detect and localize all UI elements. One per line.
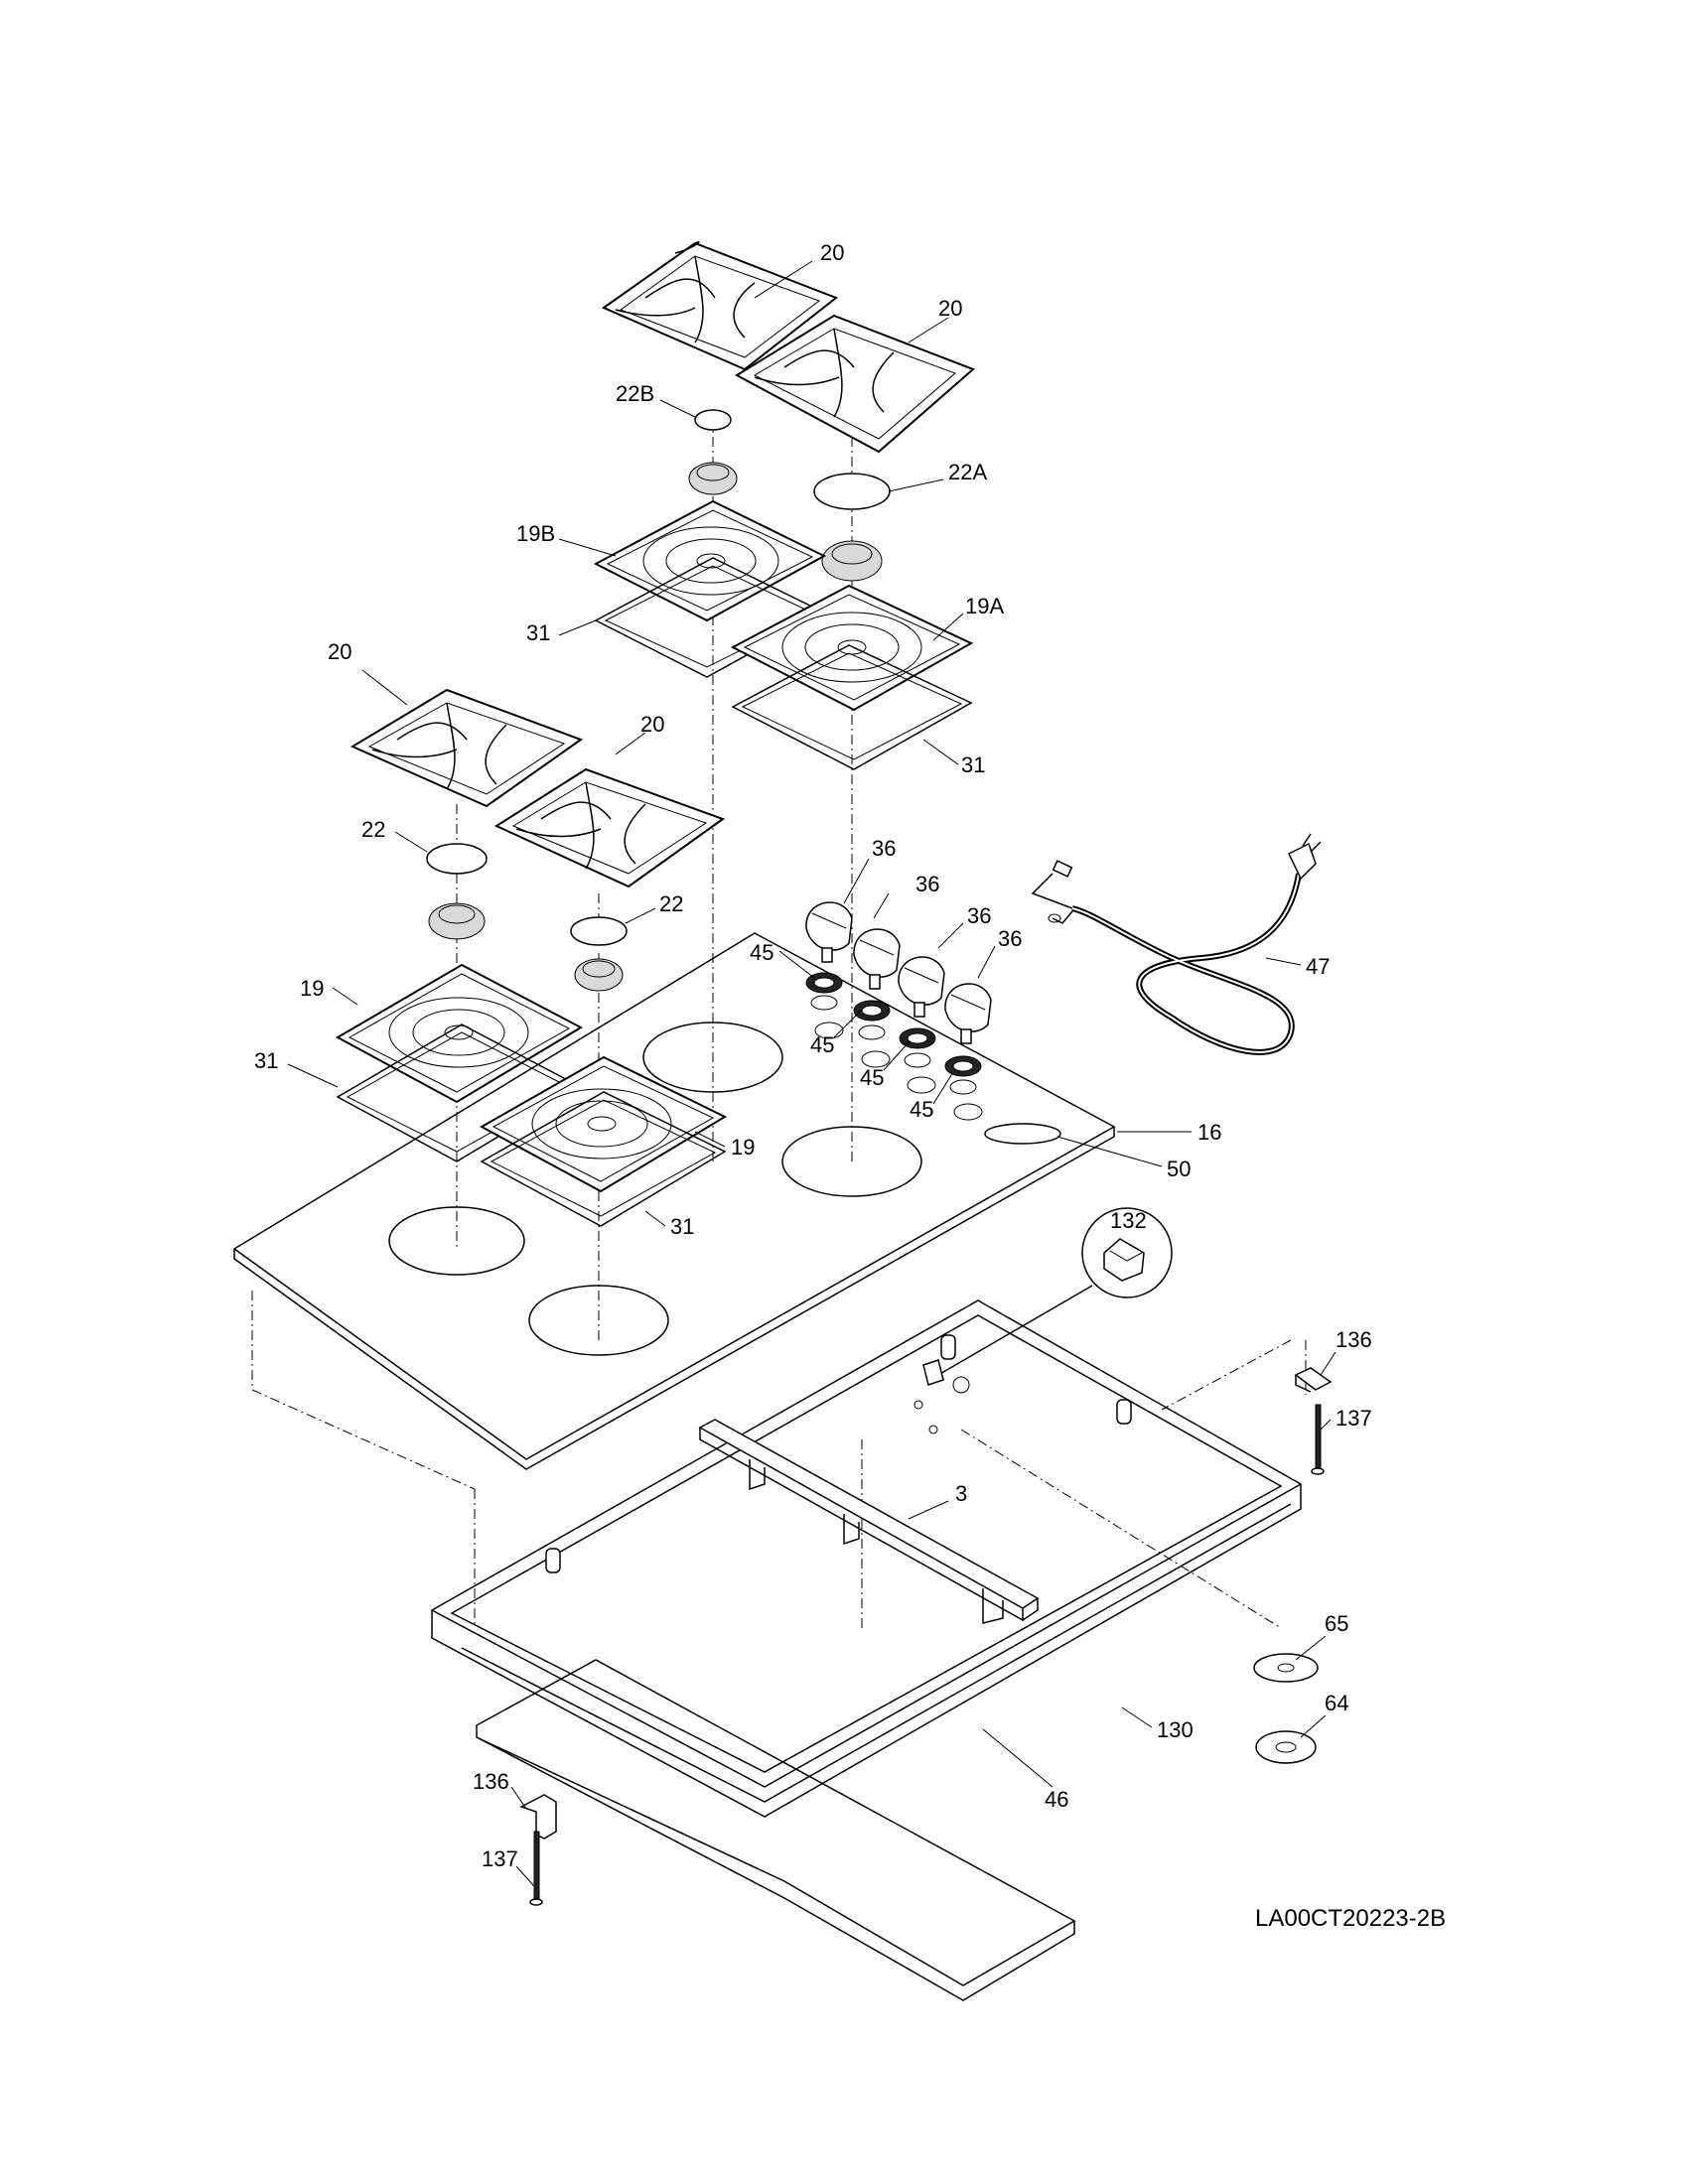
callout-bezel-4: 45: [910, 1097, 933, 1122]
grate-rear-left: [601, 241, 839, 371]
callout-cap-22-right: 22: [659, 891, 683, 916]
callout-drip-19-right: 19: [731, 1135, 755, 1160]
bracket-136-right: [1294, 1367, 1333, 1393]
callout-support-bar: 3: [955, 1481, 967, 1506]
drip-pan-19a: [730, 584, 974, 712]
cooktop-16: [232, 932, 1116, 1470]
cap-22a: [813, 473, 891, 510]
callout-frame-46: 46: [1045, 1787, 1068, 1812]
washer-65: [1253, 1653, 1319, 1683]
burner-detail-132: [922, 1207, 1173, 1386]
callout-detail-132: 132: [1110, 1208, 1147, 1233]
callout-bezel-2: 45: [810, 1032, 834, 1057]
cap-22b: [694, 409, 732, 431]
grate-front-right: [493, 767, 726, 888]
seal-31-rear-right: [731, 644, 973, 770]
callout-washer-64: 64: [1325, 1691, 1348, 1715]
callout-bezel-3: 45: [860, 1065, 884, 1090]
callout-grate-front-left: 20: [328, 639, 352, 664]
support-bar-3: [698, 1419, 1040, 1624]
callout-cap-22a: 22A: [948, 460, 987, 484]
grate-rear-right: [734, 314, 975, 454]
callout-grate-front-right: 20: [640, 712, 664, 737]
drip-pan-19-right: [479, 1055, 728, 1193]
grate-front-left: [350, 688, 584, 808]
screw-137-right: [1311, 1404, 1325, 1475]
callout-screw-right: 137: [1336, 1406, 1372, 1431]
callout-cooktop: 16: [1197, 1120, 1221, 1145]
frame-46: [430, 1299, 1303, 1818]
cap-22-right: [570, 916, 628, 946]
callout-power-cord: 47: [1306, 954, 1330, 979]
callout-bezel-1: 45: [750, 940, 774, 965]
callout-washer-65: 65: [1325, 1611, 1348, 1636]
callout-seal-31-front-left: 31: [254, 1048, 278, 1073]
document-code: LA00CT20223-2B: [1255, 1905, 1446, 1932]
gasket-130: [476, 1659, 1076, 2001]
cap-22-left: [426, 843, 488, 875]
seal-31-front-right: [480, 1091, 727, 1227]
screw-137-left: [529, 1831, 543, 1906]
callout-seal-31-rear-right: 31: [961, 752, 985, 777]
logo-plate-50: [984, 1123, 1061, 1145]
callout-knob-1: 36: [872, 836, 896, 861]
callout-gasket-130: 130: [1157, 1717, 1194, 1742]
callout-drip-19a: 19A: [965, 594, 1004, 618]
washer-64: [1255, 1730, 1317, 1764]
leader-lines: [287, 260, 1336, 1887]
control-knobs: [805, 901, 992, 1044]
callout-bracket-left: 136: [473, 1769, 509, 1794]
callout-cap-22b: 22B: [616, 381, 654, 406]
callout-drip-19b: 19B: [516, 521, 555, 546]
callout-bracket-right: 136: [1336, 1327, 1372, 1352]
callout-grate-rear-left: 20: [820, 240, 844, 265]
callouts: 20 20 22B 22A 19B 31 19A 31 20 20 22 22 …: [254, 240, 1446, 1932]
burner-heads: [428, 462, 883, 992]
bracket-136-left: [519, 1794, 557, 1840]
knob-bezels: [805, 972, 982, 1095]
callout-seal-31-front-right: 31: [670, 1214, 694, 1239]
callout-seal-31-rear-left: 31: [526, 620, 550, 645]
callout-grate-rear-right: 20: [938, 296, 962, 321]
callout-knob-2: 36: [915, 872, 939, 896]
power-cord-47: [1031, 833, 1322, 1055]
callout-knob-3: 36: [967, 903, 991, 928]
callout-logo-plate: 50: [1167, 1157, 1191, 1181]
callout-cap-22-left: 22: [361, 817, 385, 842]
callout-drip-19-left: 19: [300, 976, 324, 1001]
callout-knob-4: 36: [998, 926, 1022, 951]
callout-screw-left: 137: [482, 1846, 518, 1871]
burner-caps: [426, 409, 891, 946]
